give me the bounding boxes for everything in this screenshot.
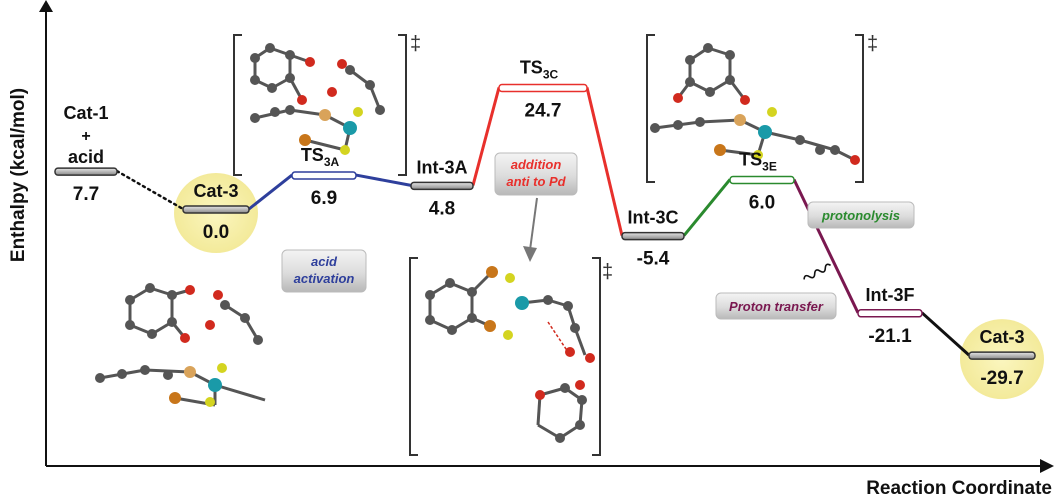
structure-inset-ts3e: ‡ [646, 33, 878, 183]
level-ts3c [498, 83, 588, 93]
name-label-cat3a: Cat-3 [193, 181, 238, 201]
pointer-arrow [523, 197, 538, 262]
connector-ts3e-int3f [792, 178, 860, 314]
level-int3a [410, 181, 474, 191]
x-axis-arrow [1040, 459, 1054, 473]
name-label-cat3b: Cat-3 [979, 327, 1024, 347]
connector-cat3a-ts3a [248, 173, 293, 211]
annotation-text: addition [511, 157, 562, 172]
annotation-acid-activation: acid activation [281, 249, 367, 293]
value-label-cat1: 7.7 [73, 184, 99, 205]
level-cat3b [968, 351, 1036, 360]
value-label-ts3e: 6.0 [749, 192, 775, 213]
level-int3f [857, 309, 923, 318]
annotation-text: Proton transfer [729, 299, 824, 314]
annotation-text: anti to Pd [506, 174, 566, 189]
annotation-proton-transfer: Proton transfer [715, 292, 837, 320]
level-cat3a [182, 205, 250, 214]
name-label-ts3c: TS3C [520, 57, 559, 81]
value-label-int3a: 4.8 [429, 198, 455, 219]
value-label-int3c: -5.4 [637, 249, 670, 270]
connector-ts3a-int3a [355, 173, 412, 187]
connector-int3f-cat3b [920, 311, 971, 357]
level-ts3e [729, 175, 795, 185]
name-label-int3a: Int-3A [417, 157, 468, 177]
structure-inset-ts3c: ‡ [409, 257, 613, 456]
connector-int3a-ts3c [471, 87, 501, 186]
value-label-ts3c: 24.7 [525, 100, 562, 121]
level-ts3a [291, 171, 357, 180]
ts-double-dagger: ‡ [602, 261, 613, 283]
connector-int3c-ts3e [682, 178, 732, 237]
ts-double-dagger: ‡ [410, 33, 421, 55]
name-label-cat1: + [81, 128, 90, 145]
energy-levels [54, 83, 1036, 360]
annotation-text: activation [294, 271, 355, 286]
ts-double-dagger: ‡ [867, 33, 878, 55]
connector-ts3c-int3c [585, 87, 624, 236]
name-label-cat1: Cat-1 [63, 103, 108, 123]
level-cat1 [54, 167, 118, 176]
break-squiggle [803, 263, 832, 280]
name-label-int3f: Int-3F [866, 285, 915, 305]
annotation-text: acid [311, 254, 338, 269]
value-label-ts3a: 6.9 [311, 188, 337, 209]
name-label-ts3e: TS3E [739, 149, 777, 173]
value-label-int3f: -21.1 [868, 326, 912, 347]
name-label-int3c: Int-3C [628, 208, 679, 228]
annotation-text: protonolysis [821, 208, 900, 223]
name-label-cat1: acid [68, 147, 104, 167]
annotation-addition-anti-to-pd: addition anti to Pd [494, 152, 578, 196]
y-axis-arrow [39, 0, 53, 12]
value-label-cat3b: -29.7 [980, 368, 1023, 389]
structure-inset-ts3a: ‡ [233, 33, 421, 176]
connectors [115, 87, 971, 357]
x-axis-label: Reaction Coordinate [866, 478, 1052, 499]
level-int3c [621, 231, 685, 241]
connector-cat1-cat3a [115, 169, 185, 211]
structure-inset-cat3 [95, 283, 266, 407]
axes: Enthalpy (kcal/mol) Reaction Coordinate [8, 0, 1054, 499]
y-axis-label: Enthalpy (kcal/mol) [8, 88, 29, 262]
value-label-cat3a: 0.0 [203, 222, 229, 243]
annotation-protonolysis: protonolysis [807, 201, 915, 229]
